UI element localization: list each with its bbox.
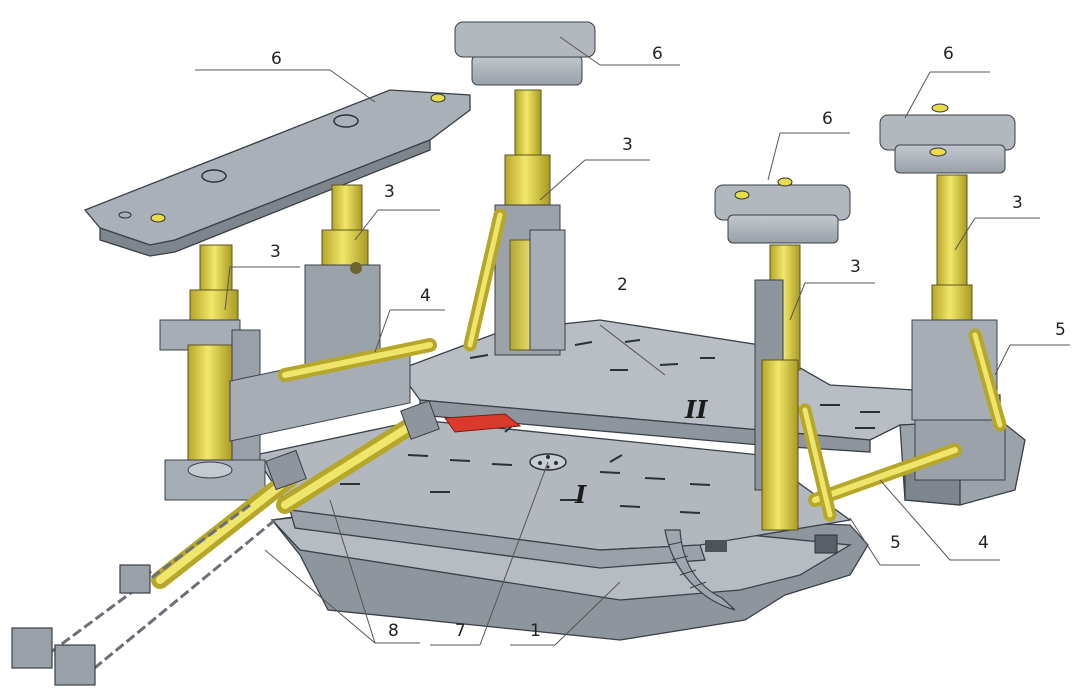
support-head-beam xyxy=(83,89,471,257)
callout-push-cylinder: 4 xyxy=(978,533,989,553)
callout-hydraulic-stand: 3 xyxy=(384,182,395,202)
hydraulic-stand-right-middle xyxy=(714,177,851,531)
red-spacer xyxy=(444,413,522,433)
callout-side-cylinder: 5 xyxy=(890,533,901,553)
cylinders xyxy=(151,208,1007,589)
base-bracket xyxy=(814,534,838,554)
callout-support-head: 6 xyxy=(943,44,954,64)
callout-upper-platform: 2 xyxy=(617,275,628,295)
base-platform xyxy=(253,419,869,641)
tow-chains xyxy=(11,503,276,686)
section-mark-lower: I xyxy=(574,480,587,509)
callout-center-pivot: 7 xyxy=(455,621,466,641)
callout-hydraulic-stand: 3 xyxy=(1012,193,1023,213)
plate-slots xyxy=(340,424,711,514)
callout-hydraulic-stand: 3 xyxy=(622,135,633,155)
base-slot xyxy=(705,540,727,552)
leader-lines xyxy=(195,36,1070,646)
callout-push-cylinder: 4 xyxy=(420,286,431,306)
callout-support-head: 6 xyxy=(271,49,282,69)
hydraulic-stand-center xyxy=(454,21,596,356)
hydraulic-stand-left-rear xyxy=(229,184,411,442)
callout-hydraulic-stand: 3 xyxy=(850,257,861,277)
callout-support-head: 6 xyxy=(822,109,833,129)
upper-plate-slots xyxy=(469,339,880,429)
callout-tow-cylinder: 8 xyxy=(388,621,399,641)
callout-support-head: 6 xyxy=(652,44,663,64)
callout-hydraulic-stand: 3 xyxy=(270,242,281,262)
hydraulic-stand-left-front xyxy=(159,244,266,501)
callout-side-cylinder: 5 xyxy=(1055,320,1066,340)
section-mark-upper: II xyxy=(684,395,708,424)
callout-base-platform: 1 xyxy=(530,621,541,641)
